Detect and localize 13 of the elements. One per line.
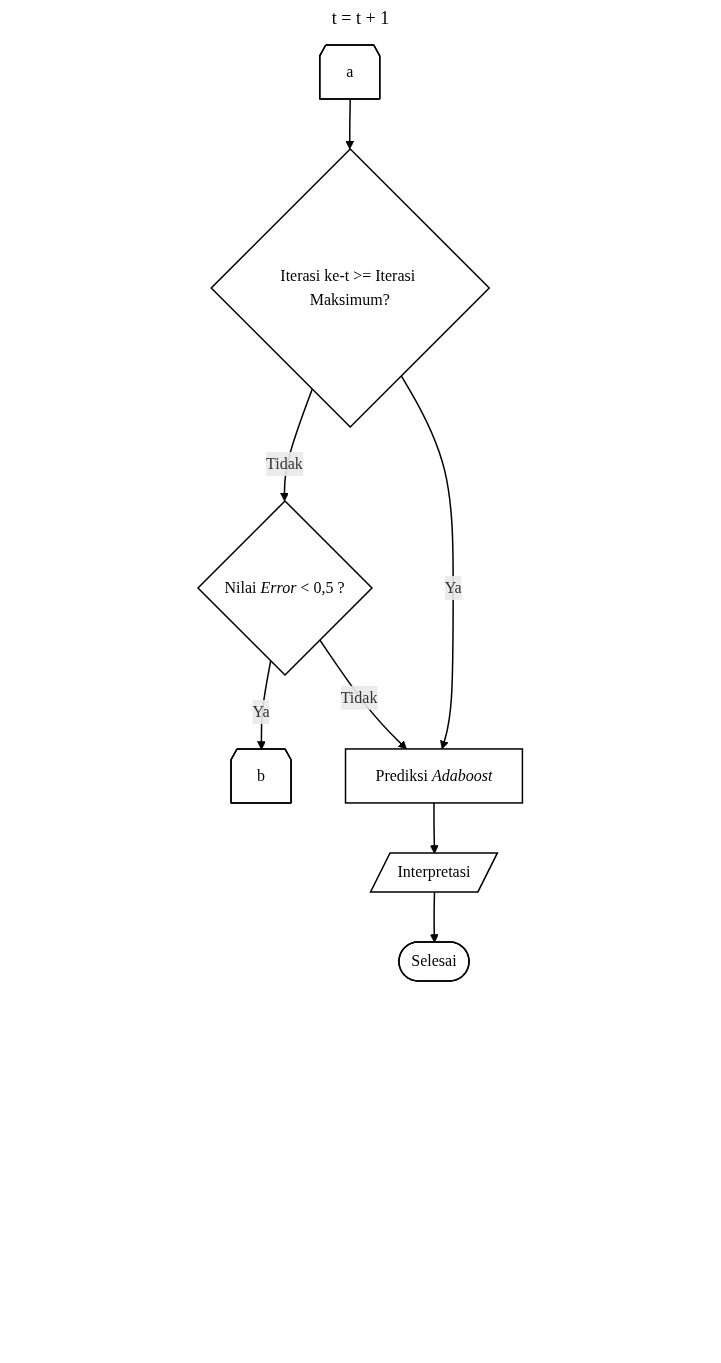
edge-label: Ya bbox=[252, 702, 270, 720]
edge-note: t = t + 1 bbox=[331, 8, 390, 29]
arrow bbox=[319, 639, 408, 750]
arrow bbox=[400, 374, 455, 750]
arrow bbox=[430, 891, 439, 943]
node-diamond: Nilai Error < 0,5 ? bbox=[197, 499, 374, 676]
node-box: Prediksi Adaboost bbox=[345, 748, 524, 804]
node-diamond: Iterasi ke-t >= Iterasi Maksimum? bbox=[210, 147, 491, 429]
edge-label: Tidak bbox=[340, 688, 378, 706]
arrow bbox=[257, 660, 272, 750]
arrow bbox=[345, 98, 355, 150]
edge-label: Ya bbox=[444, 578, 462, 596]
edge-label: Tidak bbox=[266, 454, 304, 472]
